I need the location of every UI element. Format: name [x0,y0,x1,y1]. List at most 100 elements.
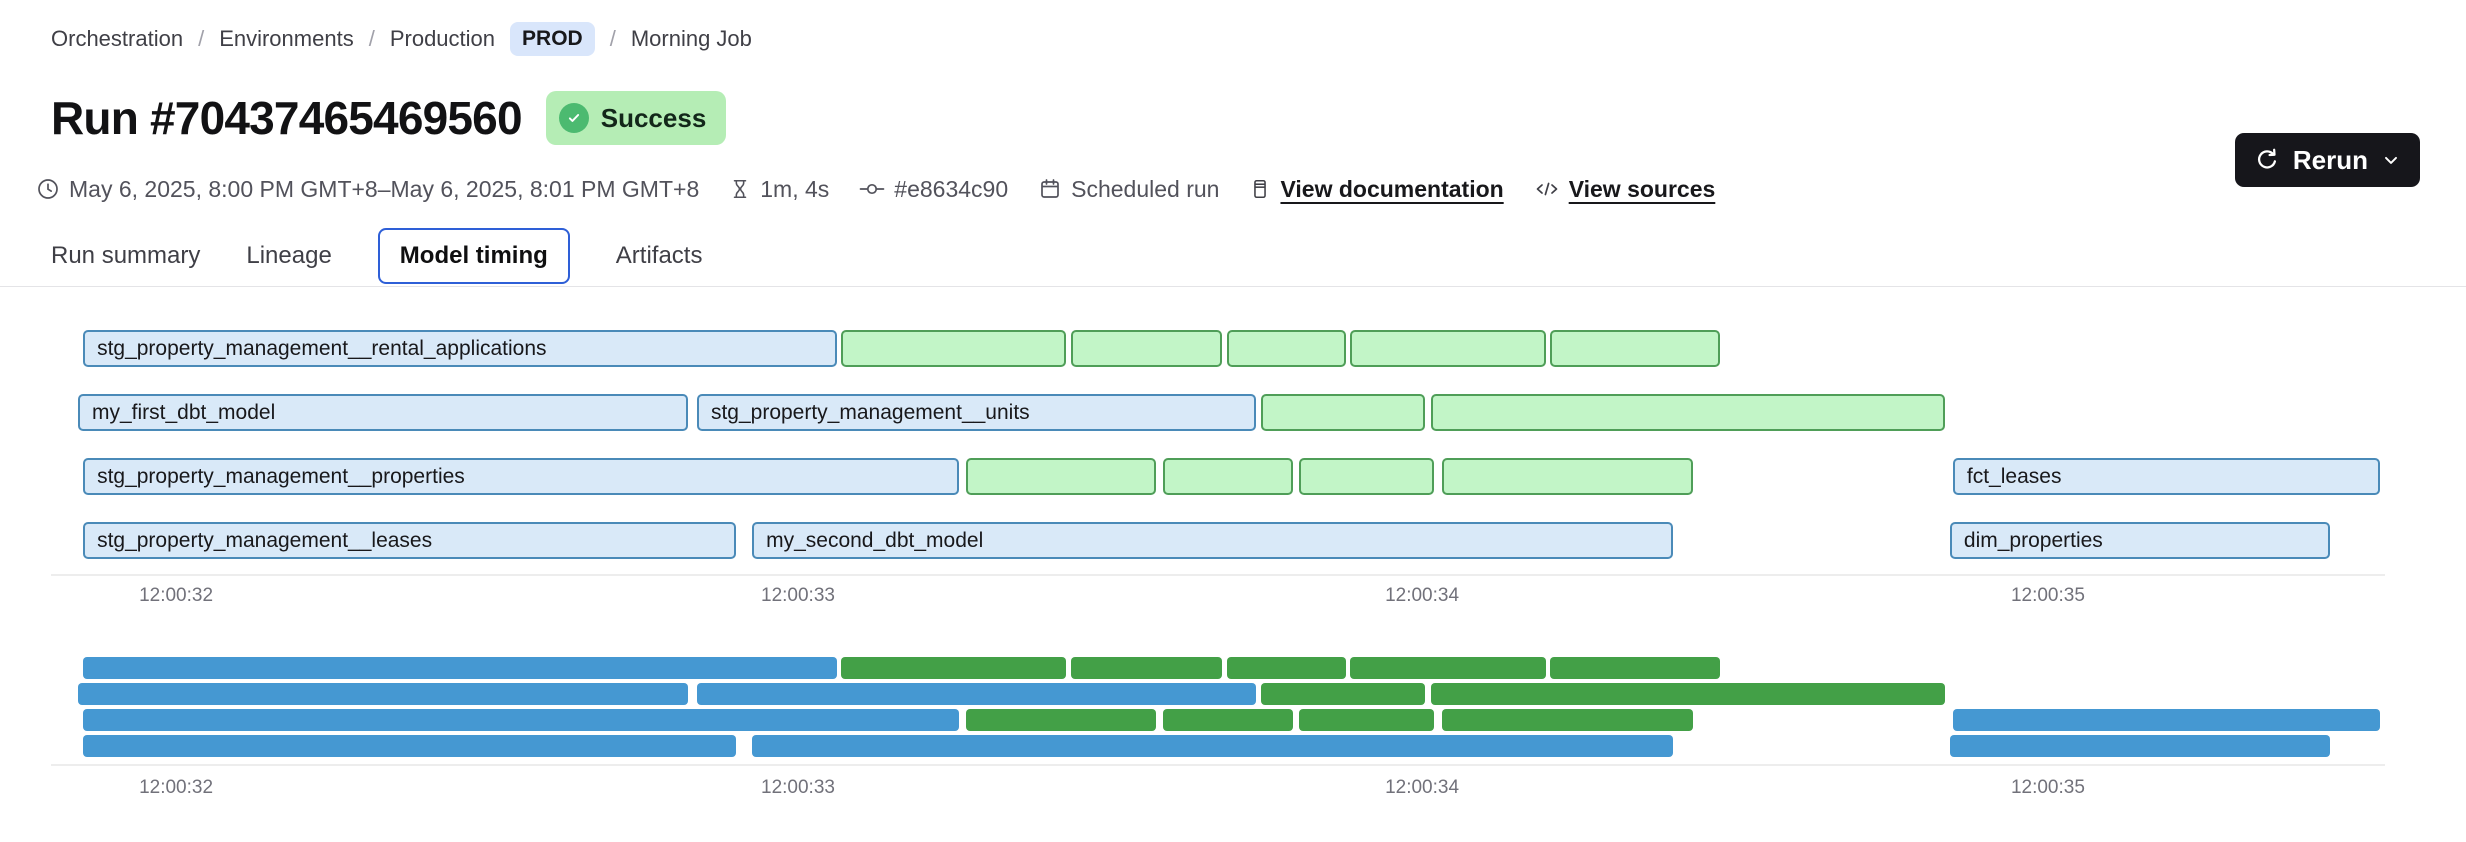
gantt-bar-label: stg_property_management__leases [97,528,433,552]
axis-tick-label: 12:00:34 [1385,777,1460,798]
run-time-range-text: May 6, 2025, 8:00 PM GMT+8–May 6, 2025, … [69,175,700,202]
gantt-bar[interactable]: my_first_dbt_model [78,394,688,431]
gantt-time-axis: 12:00:32 12:00:33 12:00:34 12:00:35 [78,585,2385,611]
run-trigger-text: Scheduled run [1071,175,1220,202]
run-meta: May 6, 2025, 8:00 PM GMT+8–May 6, 2025, … [36,172,1715,206]
gantt-bar[interactable] [1441,458,1693,495]
overview-bar[interactable] [1952,709,2380,731]
breadcrumb-morning-job[interactable]: Morning Job [630,26,752,51]
axis-tick-label: 12:00:33 [761,777,835,798]
gantt-bar[interactable] [840,330,1067,367]
breadcrumb-separator: / [198,26,205,51]
tab-artifacts[interactable]: Artifacts [615,242,703,269]
tab-bar: Run summary Lineage Model timing Artifac… [51,226,702,286]
breadcrumb: Orchestration / Environments / Productio… [51,22,752,56]
gantt-bar[interactable] [965,458,1157,495]
documentation-icon [1249,177,1271,201]
hourglass-icon [729,177,751,201]
gantt-bar[interactable] [1350,330,1546,367]
overview-bar[interactable] [83,657,837,679]
overview-bar[interactable] [83,735,736,757]
status-badge: Success [545,91,727,145]
gantt-bar-label: stg_property_management__rental_applicat… [97,336,547,360]
overview-bar[interactable] [752,735,1674,757]
overview-bar[interactable] [83,709,960,731]
commit-icon [859,177,885,201]
tab-run-summary[interactable]: Run summary [51,242,201,269]
view-documentation-text: View documentation [1280,175,1504,202]
overview-bar[interactable] [1441,709,1693,731]
run-time-range: May 6, 2025, 8:00 PM GMT+8–May 6, 2025, … [36,176,699,203]
rerun-button[interactable]: Rerun [2234,133,2420,187]
gantt-axis-line [51,574,2385,576]
gantt-bar-label: stg_property_management__properties [97,464,465,488]
calendar-icon [1038,177,1062,201]
gantt-bar[interactable]: fct_leases [1952,458,2380,495]
gantt-bar[interactable]: stg_property_management__rental_applicat… [83,330,837,367]
title-row: Run #70437465469560 Success [51,88,727,148]
breadcrumb-orchestration[interactable]: Orchestration [51,26,184,51]
tab-lineage[interactable]: Lineage [246,242,332,269]
tab-model-timing[interactable]: Model timing [377,228,570,284]
run-trigger: Scheduled run [1038,176,1219,203]
rerun-button-label: Rerun [2292,144,2368,175]
overview-bar[interactable] [1226,657,1346,679]
gantt-bar-label: my_second_dbt_model [766,528,984,552]
code-icon [1534,177,1560,201]
commit-hash: #e8634c90 [859,176,1008,203]
gantt-bar[interactable]: my_second_dbt_model [752,522,1674,559]
run-duration: 1m, 4s [729,176,829,203]
view-documentation-link[interactable]: View documentation [1249,175,1504,203]
timeline-overview[interactable] [78,657,2385,759]
tab-bar-divider [0,286,2466,287]
gantt-bar[interactable]: stg_property_management__properties [83,458,960,495]
clock-icon [36,177,60,201]
overview-bar[interactable] [1299,709,1435,731]
axis-tick-label: 12:00:32 [139,777,214,798]
gantt-bar[interactable] [1431,394,1946,431]
gantt-bar[interactable] [1550,330,1720,367]
gantt-bar[interactable]: stg_property_management__units [696,394,1256,431]
check-icon [558,103,589,133]
gantt-bar[interactable]: dim_properties [1949,522,2331,559]
breadcrumb-separator: / [609,26,616,51]
gantt-bar[interactable] [1261,394,1426,431]
overview-bar[interactable] [1550,657,1720,679]
overview-axis-line [51,764,2385,766]
page-title: Run #70437465469560 [51,92,523,144]
chevron-down-icon[interactable] [2381,150,2401,170]
gantt-bar-label: dim_properties [1963,528,2103,552]
overview-bar[interactable] [78,683,688,705]
commit-hash-text: #e8634c90 [894,175,1009,202]
overview-bar[interactable] [1162,709,1294,731]
overview-bar[interactable] [965,709,1157,731]
gantt-bar[interactable] [1070,330,1223,367]
gantt-bar[interactable]: stg_property_management__leases [83,522,736,559]
gantt-bar[interactable] [1299,458,1435,495]
overview-bar[interactable] [1261,683,1426,705]
breadcrumb-environments[interactable]: Environments [219,26,354,51]
overview-bar[interactable] [1431,683,1946,705]
status-badge-label: Success [600,102,707,133]
breadcrumb-production[interactable]: Production [389,26,496,51]
overview-bar[interactable] [696,683,1256,705]
overview-bar[interactable] [1949,735,2331,757]
view-sources-link[interactable]: View sources [1534,175,1716,203]
gantt-bar-label: fct_leases [1966,464,2062,488]
view-sources-text: View sources [1568,175,1716,202]
gantt-bar[interactable] [1162,458,1294,495]
axis-tick-label: 12:00:35 [2010,585,2085,606]
environment-badge: PROD [510,22,595,56]
gantt-bar[interactable] [1226,330,1346,367]
overview-bar[interactable] [840,657,1067,679]
overview-bar[interactable] [1070,657,1223,679]
axis-tick-label: 12:00:32 [139,585,214,606]
refresh-icon [2254,147,2280,173]
axis-tick-label: 12:00:33 [761,585,835,606]
overview-bar[interactable] [1350,657,1546,679]
gantt-bar-label: my_first_dbt_model [92,400,276,424]
axis-tick-label: 12:00:34 [1385,585,1460,606]
breadcrumb-separator: / [368,26,375,51]
